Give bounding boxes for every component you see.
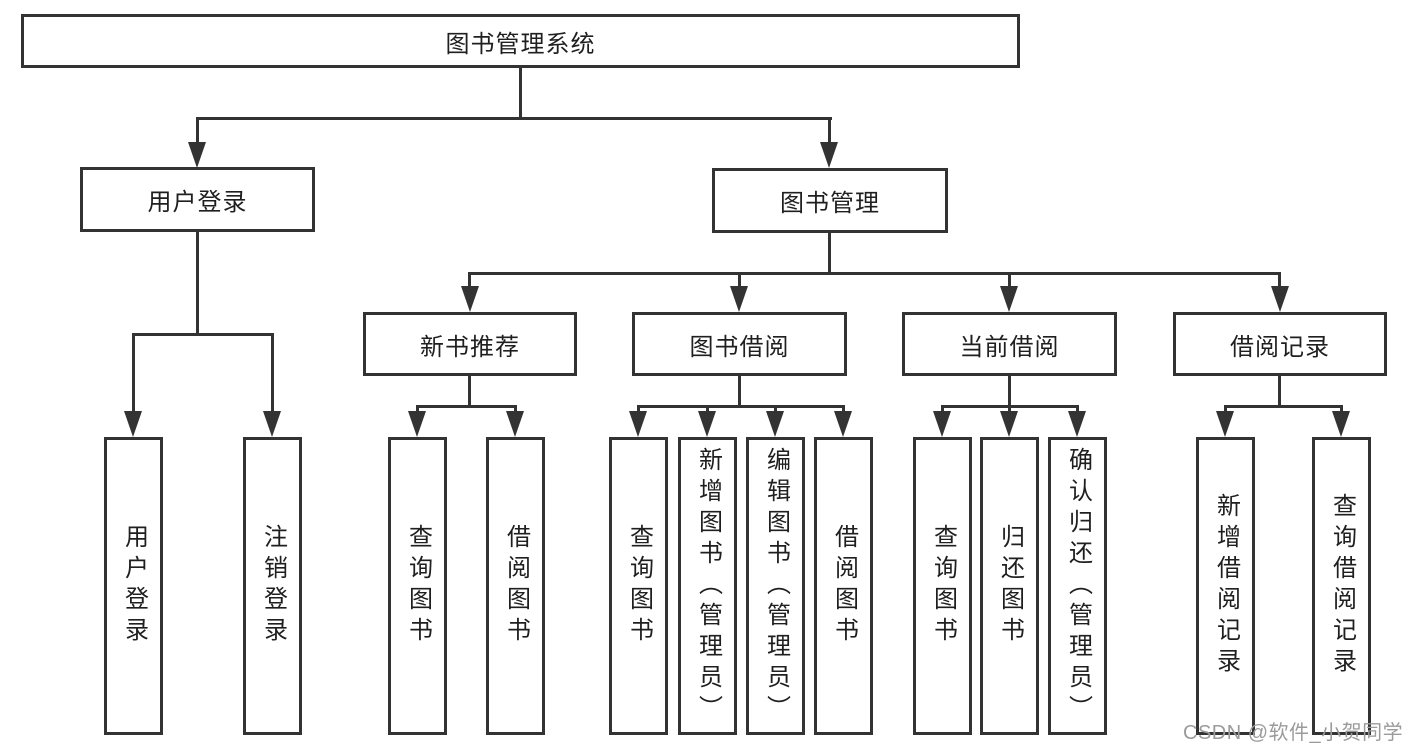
connector-line xyxy=(828,117,831,145)
leaf-label: 归还图书 xyxy=(996,524,1024,648)
leaf-add-book-admin: 新增图书（管理员） xyxy=(678,437,737,735)
node-label: 图书借阅 xyxy=(689,333,790,361)
leaf-logout-login: 注销登录 xyxy=(243,437,302,735)
leaf-query-books-recommend: 查询图书 xyxy=(388,437,447,735)
arrow-down-icon xyxy=(1000,286,1018,312)
leaf-user-login: 用户登录 xyxy=(104,437,163,735)
arrow-down-icon xyxy=(1332,411,1350,437)
leaf-label: 查询图书 xyxy=(404,524,432,648)
node-user-login: 用户登录 xyxy=(80,167,315,232)
leaf-confirm-return-admin: 确认归还（管理员） xyxy=(1048,437,1107,735)
leaf-query-borrow-record: 查询借阅记录 xyxy=(1312,437,1371,735)
leaf-label: 新增借阅记录 xyxy=(1212,493,1240,679)
node-book-management: 图书管理 xyxy=(712,168,948,233)
connector-line xyxy=(1076,405,1079,413)
connector-line xyxy=(738,272,741,288)
connector-line xyxy=(519,68,522,120)
leaf-label: 编辑图书（管理员） xyxy=(762,446,790,726)
connector-line xyxy=(132,333,135,413)
node-root-library-system: 图书管理系统 xyxy=(21,14,1020,68)
arrow-down-icon xyxy=(730,286,748,312)
connector-line xyxy=(416,405,517,408)
node-borrow-records: 借阅记录 xyxy=(1173,312,1387,376)
arrow-down-icon xyxy=(1000,411,1018,437)
leaf-label: 借阅图书 xyxy=(830,524,858,648)
arrow-down-icon xyxy=(1068,411,1086,437)
connector-line xyxy=(1008,405,1011,413)
connector-line xyxy=(514,405,517,413)
arrow-down-icon xyxy=(188,142,206,168)
node-label: 新书推荐 xyxy=(420,333,520,361)
node-label: 借阅记录 xyxy=(1230,333,1330,361)
node-new-book-recommend: 新书推荐 xyxy=(363,312,577,376)
connector-line xyxy=(1224,405,1342,408)
arrow-down-icon xyxy=(698,411,716,437)
arrow-down-icon xyxy=(461,286,479,312)
arrow-down-icon xyxy=(834,411,852,437)
connector-line xyxy=(468,272,471,288)
leaf-label: 查询借阅记录 xyxy=(1328,493,1356,679)
leaf-label: 注销登录 xyxy=(259,524,287,648)
arrow-down-icon xyxy=(933,411,951,437)
connector-line xyxy=(941,405,944,413)
connector-line xyxy=(196,232,199,336)
connector-line xyxy=(468,272,1281,275)
arrow-down-icon xyxy=(766,411,784,437)
connector-line xyxy=(637,405,640,413)
connector-line xyxy=(271,333,274,413)
node-label: 用户登录 xyxy=(147,189,248,216)
connector-line xyxy=(738,376,741,408)
leaf-borrow-books: 借阅图书 xyxy=(814,437,873,735)
leaf-add-borrow-record: 新增借阅记录 xyxy=(1196,437,1255,735)
leaf-label: 借阅图书 xyxy=(502,524,530,648)
connector-line xyxy=(1008,376,1011,408)
connector-line xyxy=(196,117,832,120)
arrow-down-icon xyxy=(124,411,142,437)
leaf-label: 用户登录 xyxy=(120,524,148,648)
leaf-borrow-books-recommend: 借阅图书 xyxy=(486,437,545,735)
connector-line xyxy=(1224,405,1227,413)
connector-line xyxy=(1278,272,1281,288)
connector-line xyxy=(1008,272,1011,288)
arrow-down-icon xyxy=(1271,286,1289,312)
node-label: 图书管理系统 xyxy=(445,30,596,58)
arrow-down-icon xyxy=(1216,411,1234,437)
arrow-down-icon xyxy=(263,411,281,437)
leaf-query-books-current: 查询图书 xyxy=(913,437,972,735)
leaf-return-books: 归还图书 xyxy=(980,437,1039,735)
node-book-borrow: 图书借阅 xyxy=(632,312,847,376)
leaf-edit-book-admin: 编辑图书（管理员） xyxy=(746,437,805,735)
connector-line xyxy=(196,117,199,145)
connector-line xyxy=(828,233,831,275)
arrow-down-icon xyxy=(506,411,524,437)
leaf-query-books-borrow: 查询图书 xyxy=(609,437,668,735)
connector-line xyxy=(637,405,845,408)
connector-line xyxy=(1278,376,1281,408)
leaf-label: 查询图书 xyxy=(929,524,957,648)
leaf-label: 查询图书 xyxy=(625,524,653,648)
connector-line xyxy=(842,405,845,413)
node-label: 图书管理 xyxy=(780,190,880,217)
connector-line xyxy=(132,333,274,336)
connector-line xyxy=(706,405,709,413)
leaf-label: 新增图书（管理员） xyxy=(694,446,722,726)
leaf-label: 确认归还（管理员） xyxy=(1064,446,1092,726)
connector-line xyxy=(1340,405,1343,413)
node-current-borrow: 当前借阅 xyxy=(902,312,1117,376)
connector-line xyxy=(774,405,777,413)
arrow-down-icon xyxy=(820,142,838,168)
node-label: 当前借阅 xyxy=(959,333,1060,361)
arrow-down-icon xyxy=(629,411,647,437)
connector-line xyxy=(468,376,471,408)
arrow-down-icon xyxy=(408,411,426,437)
connector-line xyxy=(416,405,419,413)
watermark: CSDN @软件_小贺同学 xyxy=(1183,722,1404,744)
